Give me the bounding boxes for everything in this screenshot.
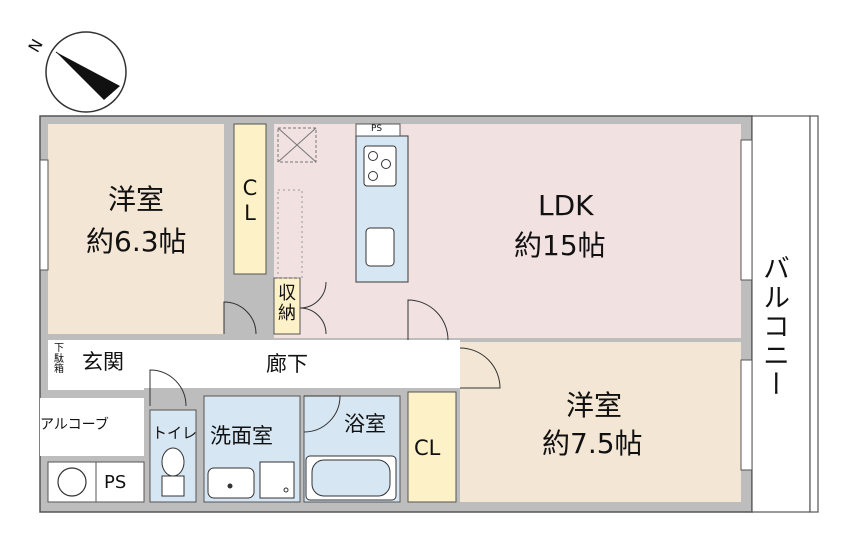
ldk-name: LDK xyxy=(538,189,594,222)
ldk-room xyxy=(274,124,741,338)
western-room-2-size: 約7.5帖 xyxy=(542,427,643,460)
closet-a-label: C L xyxy=(242,176,258,226)
compass-icon xyxy=(45,31,127,113)
western-room-1-size: 約6.3帖 xyxy=(86,225,187,258)
bathroom-label: 浴室 xyxy=(344,412,386,436)
ps-circle-icon xyxy=(57,467,87,497)
western-room-2-name: 洋室 xyxy=(566,389,623,422)
ldk-size: 約15帖 xyxy=(514,229,606,262)
entrance-label: 玄関 xyxy=(82,350,124,374)
windows xyxy=(39,139,753,471)
fridge-space xyxy=(277,127,317,279)
ps-top-label: PS xyxy=(371,124,383,134)
alcove-label: アルコーブ xyxy=(40,417,109,433)
ps-bottom-label: PS xyxy=(104,472,127,493)
door-swings xyxy=(149,281,501,433)
western-room-1-name: 洋室 xyxy=(108,183,165,216)
toilet-icon xyxy=(161,447,185,497)
balcony xyxy=(751,115,819,513)
closet-b-label: CL xyxy=(414,436,441,460)
alcove-floor xyxy=(40,398,144,456)
balcony-label: バルコニー xyxy=(758,254,789,399)
toilet-label: トイレ xyxy=(152,424,198,442)
western-room-2 xyxy=(460,342,741,502)
shoe-box-label: 下 駄 箱 xyxy=(54,343,64,375)
closet-a xyxy=(233,123,267,275)
bathtub-icon xyxy=(305,455,397,501)
kitchen-counter xyxy=(355,135,409,283)
storage-label: 収 納 xyxy=(278,283,296,324)
washroom-label: 洗面室 xyxy=(210,424,273,448)
corridor-label: 廊下 xyxy=(266,352,308,376)
wash-basin-icon xyxy=(207,461,295,499)
western-room-1 xyxy=(48,124,224,334)
ps-top-box xyxy=(355,123,401,137)
storage xyxy=(273,277,301,335)
closet-b xyxy=(407,391,457,503)
entrance-floor xyxy=(48,342,144,390)
